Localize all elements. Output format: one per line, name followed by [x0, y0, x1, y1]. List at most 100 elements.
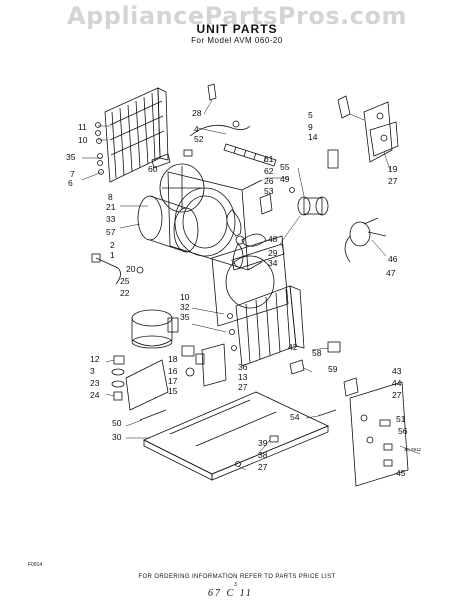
- callout-4: 4: [194, 124, 199, 134]
- callout-34: 34: [268, 258, 278, 268]
- callout-17: 17: [168, 376, 178, 386]
- front-panel: [349, 381, 409, 487]
- terminal-parts: [181, 343, 227, 387]
- callout-46: 46: [388, 254, 398, 264]
- switch-bracket: [343, 377, 359, 397]
- callout-45: 45: [396, 468, 406, 478]
- callout-48: 48: [268, 234, 278, 244]
- callout-58: 58: [312, 348, 322, 358]
- callout-3: 3: [90, 366, 95, 376]
- callout-22: 22: [120, 288, 130, 298]
- callout-54: 54: [290, 412, 300, 422]
- callout-52: 52: [194, 134, 204, 144]
- callout-1: 1: [110, 250, 115, 260]
- drain-tube: [139, 409, 167, 421]
- callout-layer: 2845211103576608213357212025226162265348…: [66, 108, 408, 478]
- callout-32: 32: [180, 302, 190, 312]
- blower-wheel: [137, 195, 199, 253]
- callout-27: 27: [238, 382, 248, 392]
- callout-7: 7: [70, 169, 75, 179]
- diagram-subtitle: For Model AVM 060-20: [191, 36, 283, 45]
- condenser-fan: [159, 163, 205, 213]
- screw-54: [317, 409, 337, 417]
- callout-53: 53: [264, 186, 274, 196]
- callout-20: 20: [126, 264, 136, 274]
- callout-11: 11: [78, 122, 87, 132]
- ordering-note: FOR ORDERING INFORMATION REFER TO PARTS …: [138, 574, 336, 580]
- callout-9: 9: [308, 122, 313, 132]
- screw: [136, 266, 144, 274]
- callout-47: 47: [386, 268, 396, 278]
- callout-16: 16: [168, 366, 178, 376]
- page-number: 3: [234, 582, 237, 588]
- diagram-title: UNIT PARTS: [196, 22, 278, 36]
- thermostat-assembly: [344, 217, 387, 263]
- bracket-part: [151, 153, 171, 169]
- callout-10: 10: [78, 135, 88, 145]
- callout-39: 39: [258, 438, 268, 448]
- callout-50: 50: [112, 418, 122, 428]
- callout-14: 14: [308, 132, 318, 142]
- evaporator-fan: [226, 209, 267, 269]
- callout-35: 35: [180, 312, 190, 322]
- condenser-coil: [104, 87, 169, 183]
- coil-return-bends: [95, 122, 104, 175]
- callout-36: 36: [238, 362, 248, 372]
- callout-44: 44: [392, 378, 402, 388]
- power-cord: [91, 253, 121, 285]
- callout-51: 51: [396, 414, 406, 424]
- base-pan: [143, 391, 329, 481]
- callout-8: 8: [108, 192, 113, 202]
- orifice-panel: [211, 235, 289, 327]
- callout-33: 33: [106, 214, 116, 224]
- callout-2: 2: [110, 240, 115, 250]
- callout-27: 27: [388, 176, 398, 186]
- callout-28: 28: [192, 108, 202, 118]
- callout-35: 35: [66, 152, 76, 162]
- callout-59: 59: [328, 364, 338, 374]
- grille-strip: [223, 143, 277, 167]
- callout-15: 15: [168, 386, 178, 396]
- callout-21: 21: [106, 202, 116, 212]
- evaporator-coil: [227, 285, 305, 367]
- callout-25: 25: [120, 276, 130, 286]
- callout-43: 43: [392, 366, 402, 376]
- figure-ref: 4C 0912: [404, 447, 422, 452]
- small-block: [183, 149, 193, 157]
- leader-lines: [81, 99, 421, 471]
- callout-30: 30: [112, 432, 122, 442]
- clip: [289, 359, 305, 375]
- screw-27: [235, 461, 241, 467]
- handwritten-note: 67 C 11: [208, 588, 253, 599]
- callout-27: 27: [392, 390, 402, 400]
- callout-27: 27: [258, 462, 268, 472]
- knob-parts: [327, 95, 351, 169]
- callout-10: 10: [180, 292, 190, 302]
- callout-26: 26: [264, 176, 274, 186]
- compressor-base: [125, 359, 169, 411]
- fan-motor: [297, 196, 329, 216]
- callout-24: 24: [90, 390, 100, 400]
- callout-38: 38: [258, 450, 268, 460]
- motor-clip: [289, 187, 295, 193]
- callout-62: 62: [264, 166, 274, 176]
- callout-19: 19: [388, 164, 398, 174]
- callout-29: 29: [268, 248, 278, 258]
- small-parts: [269, 435, 279, 443]
- mounting-bracket: [259, 193, 273, 215]
- callout-42: 42: [288, 342, 298, 352]
- callout-6: 6: [68, 178, 73, 188]
- callout-5: 5: [308, 110, 313, 120]
- callout-57: 57: [106, 227, 116, 237]
- callout-61: 61: [264, 154, 274, 164]
- watermark: AppliancePartsPros.com: [67, 2, 407, 30]
- grommets: [111, 355, 125, 401]
- callout-49: 49: [280, 174, 290, 184]
- callout-55: 55: [280, 162, 290, 172]
- callout-56: 56: [398, 426, 408, 436]
- figure-code: F0914: [28, 562, 43, 568]
- control-bracket: [363, 101, 399, 163]
- callout-60: 60: [148, 164, 158, 174]
- callout-13: 13: [238, 372, 248, 382]
